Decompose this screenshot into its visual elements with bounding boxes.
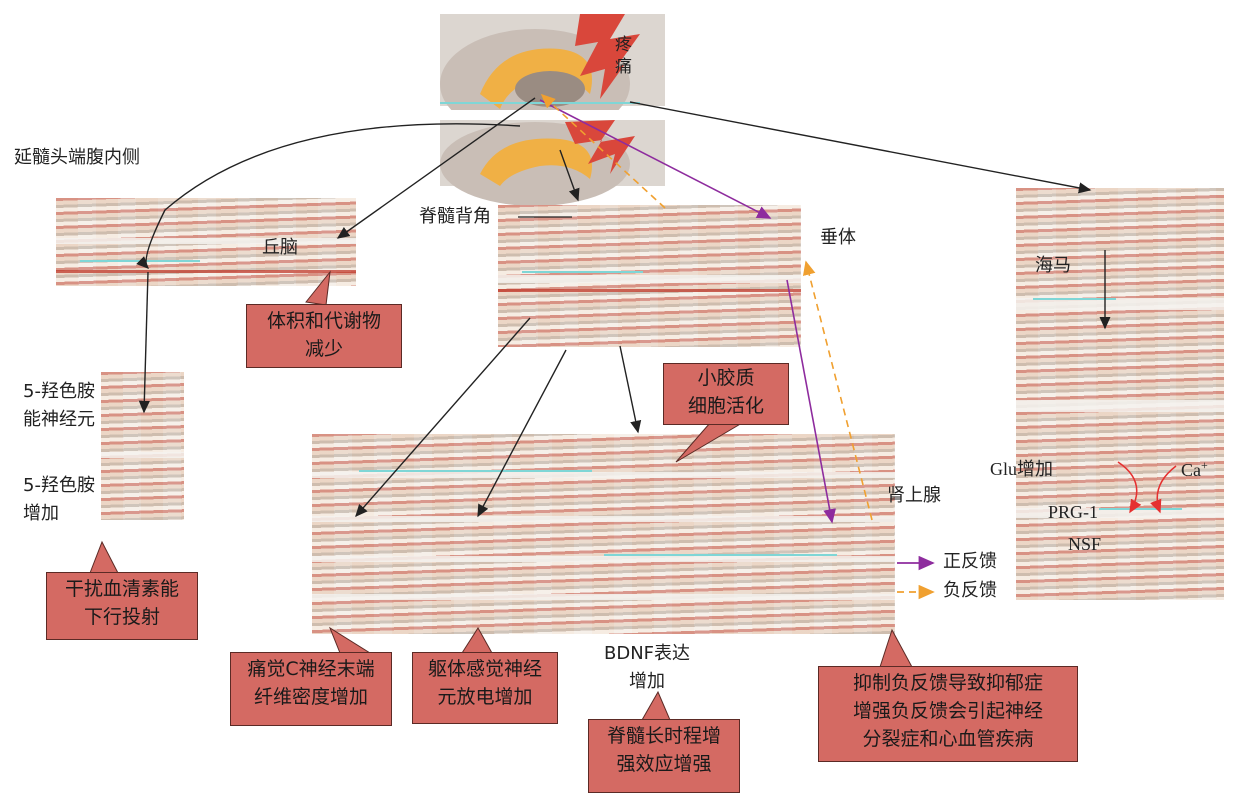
- c-fiber-callout: 痛觉C神经末端纤维密度增加: [230, 652, 392, 726]
- hippocampus-label: 海马: [1035, 255, 1071, 276]
- brain-image: 疼痛: [440, 14, 665, 206]
- microglia-callout: 小胶质细胞活化: [663, 363, 789, 425]
- pointer-somatosensory: [461, 627, 493, 654]
- hippocampus-box: [1016, 188, 1224, 600]
- arrow-brain-spinal: [559, 149, 580, 202]
- spinal-dorsal-horn-label: 脊髓背角: [419, 206, 491, 227]
- arrow-medulla-serotonin: [138, 271, 150, 414]
- feedback-callout: 抑制负反馈导致抑郁症增强负反馈会引起神经分裂症和心血管疾病: [818, 666, 1078, 762]
- pointer-c-fiber: [328, 626, 372, 654]
- medulla-label: 延髓头端腹内侧: [14, 147, 140, 168]
- pointer-serotonin-projection: [89, 540, 119, 574]
- somatosensory-callout: 躯体感觉神经元放电增加: [412, 652, 558, 724]
- pointer-microglia: [675, 422, 744, 463]
- thalamus-label: 丘脑: [262, 237, 298, 258]
- pointer-ltp: [641, 690, 671, 721]
- ltp-callout: 脊髓长时程增强效应增强: [588, 719, 740, 793]
- arrow-brain-hippocampus: [629, 101, 1092, 194]
- arrow-brain-thalamus: [336, 97, 536, 239]
- spinal-pituitary-box: [498, 205, 801, 347]
- arrow-spinal-cfiber: [355, 317, 531, 518]
- pituitary-label: 垂体: [820, 227, 856, 248]
- thalamus-box: [56, 198, 356, 286]
- pain-label: 疼痛: [615, 35, 632, 77]
- serotonin-box: [101, 372, 184, 520]
- thalamus-volume-callout: 体积和代谢物减少: [246, 304, 402, 368]
- arrow-brain-pituitary-positive: [539, 99, 772, 219]
- arrow-glu-prg1: [1117, 461, 1142, 514]
- ca-label: Ca+: [1181, 458, 1208, 480]
- serotonin-projection-callout: 干扰血清素能下行投射: [46, 572, 198, 640]
- glu-label: Glu增加: [990, 459, 1053, 479]
- prg1-label: PRG-1: [1048, 502, 1099, 522]
- serotonin-neuron-label: 5-羟色胺能神经元: [23, 381, 95, 430]
- adrenal-label: 肾上腺: [887, 485, 941, 506]
- arrow-brain-medulla: [136, 123, 521, 269]
- arrow-spinal-somato: [477, 349, 567, 518]
- arrow-adrenal-pituitary-negative: [802, 260, 873, 521]
- nsf-label: NSF: [1068, 534, 1102, 554]
- legend-negative-label: 负反馈: [943, 580, 997, 601]
- bdnf-label: BDNF表达增加: [604, 643, 691, 692]
- arrow-pituitary-brain-negative: [540, 93, 666, 209]
- serotonin-increase-label: 5-羟色胺增加: [23, 475, 95, 524]
- pointer-feedback: [879, 628, 913, 668]
- pointer-thalamus-volume: [305, 270, 331, 306]
- adrenal-box: [312, 434, 895, 634]
- arrow-ca-prg1: [1150, 465, 1177, 514]
- brain-illustration: [440, 14, 665, 206]
- arrow-spinal-microglia: [619, 345, 642, 434]
- legend-positive-label: 正反馈: [943, 551, 997, 572]
- arrow-pituitary-adrenal-positive: [786, 279, 836, 524]
